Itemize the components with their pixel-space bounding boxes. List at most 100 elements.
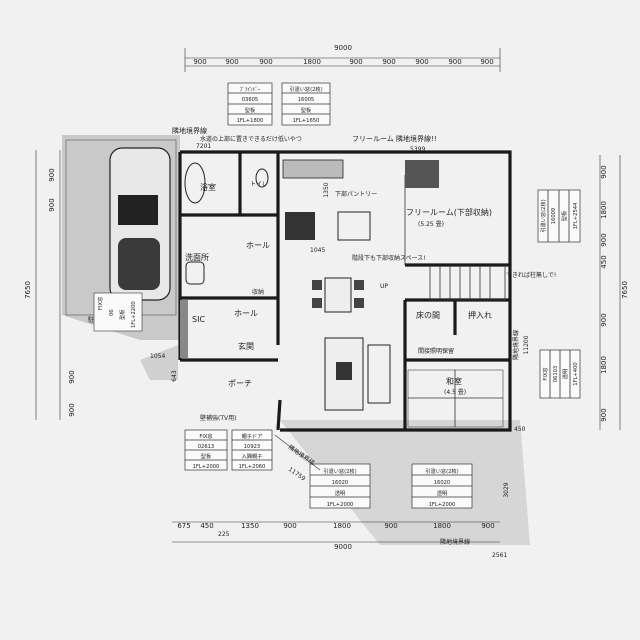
dim-corner-450: 450 bbox=[514, 426, 526, 433]
table2-line2: 型板 bbox=[560, 210, 568, 221]
dim-kitchen: 1350 bbox=[323, 182, 330, 197]
table5-line2: 入隅親子 bbox=[242, 452, 263, 460]
top-seg-8: 900 bbox=[480, 58, 493, 66]
room-toilet: トイレ bbox=[250, 181, 268, 188]
room-free-size: (5.25 畳) bbox=[418, 221, 444, 228]
stairs bbox=[429, 265, 506, 301]
left-seg-2: 900 bbox=[68, 370, 76, 383]
note-top-left-2: 水道の上部に置きできるだけ低いやつ bbox=[200, 135, 302, 143]
window-table-2: 引違い窓(2枚) 16009 型板 1FL+2544 bbox=[537, 189, 581, 243]
table5-line1: 10923 bbox=[244, 444, 261, 450]
room-oshiire: 押入れ bbox=[468, 310, 492, 320]
room-hall-lower: ホール bbox=[234, 309, 258, 318]
free-room-storage bbox=[405, 160, 439, 188]
table7-line1: 16020 bbox=[434, 480, 451, 486]
bathtub bbox=[184, 162, 206, 204]
room-storage: 収納 bbox=[252, 288, 264, 296]
room-bath: 浴室 bbox=[200, 182, 216, 192]
window-table-0: ﾌﾞﾗｲﾝﾄﾞｰ 03605 型板 1FL+1800 bbox=[227, 82, 273, 126]
note-bottom-border: 隣地境界線 bbox=[440, 538, 470, 546]
wash-basin bbox=[185, 261, 205, 285]
room-free: フリールーム(下部収納) bbox=[406, 207, 492, 217]
bottom-seg-0: 675 bbox=[177, 522, 190, 530]
chair-4 bbox=[354, 298, 364, 308]
table3-line3: 1FL+400 bbox=[573, 362, 579, 385]
table4-line2: 型板 bbox=[201, 452, 212, 460]
note-right-border: 隣地境界線 bbox=[512, 330, 520, 360]
bottom-seg-2: 1350 bbox=[241, 522, 259, 530]
room-toko: 床の間 bbox=[416, 310, 440, 320]
right-seg-3: 450 bbox=[600, 255, 608, 268]
table8-line2: 型板 bbox=[118, 309, 126, 320]
pantry-shelf bbox=[282, 159, 344, 179]
right-seg-0: 900 bbox=[600, 165, 608, 178]
dim-mid-left: 1054 bbox=[150, 353, 165, 360]
right-seg-5: 1800 bbox=[600, 356, 608, 374]
table6-line3: 1FL+2000 bbox=[327, 502, 354, 508]
chair-1 bbox=[312, 280, 322, 290]
window-table-5: 親子ドア 10923 入隅親子 1FL+2060 bbox=[231, 429, 273, 471]
table2-line1: 16009 bbox=[551, 208, 557, 225]
table8-line0: FIX窓 bbox=[96, 297, 104, 310]
bottom-seg-1: 450 bbox=[200, 522, 213, 530]
right-seg-6: 900 bbox=[600, 408, 608, 421]
bottom-total-dim: 9000 bbox=[334, 543, 352, 551]
table7-line3: 1FL+2000 bbox=[429, 502, 456, 508]
parking-area: 駐車場 bbox=[65, 139, 177, 324]
sic-shelf bbox=[180, 300, 188, 358]
top-seg-5: 900 bbox=[382, 58, 395, 66]
top-seg-6: 900 bbox=[415, 58, 428, 66]
dim-counter: 1045 bbox=[310, 247, 325, 254]
bottom-seg-7: 900 bbox=[481, 522, 494, 530]
note-light: 間接照明保留 bbox=[418, 347, 454, 355]
dim-mid-top: 5399 bbox=[410, 146, 425, 153]
right-seg-2: 900 bbox=[600, 233, 608, 246]
bottom-seg-6: 1800 bbox=[433, 522, 451, 530]
dim-left-small: 643 bbox=[171, 370, 178, 382]
room-washitsu-size: (4.5 畳) bbox=[444, 389, 466, 396]
window-table-3: FIX窓 06103 透明 1FL+400 bbox=[539, 349, 581, 399]
toilet-bowl bbox=[255, 168, 269, 188]
room-washroom: 洗面所 bbox=[185, 252, 209, 262]
dim-right-bottom: 3029 bbox=[503, 482, 510, 497]
window-table-8: FIX窓 06 型板 1FL+2200 bbox=[93, 292, 143, 332]
lower-tone bbox=[280, 420, 530, 545]
window-table-1: 引違い窓(2枚) 16005 型板 1FL+1650 bbox=[281, 82, 331, 126]
car-front bbox=[118, 238, 160, 290]
table4-line3: 1FL+2000 bbox=[193, 464, 220, 470]
window-table-6: 引違い窓(2枚) 16020 透明 1FL+2000 bbox=[309, 463, 371, 509]
window-table-4: FIX窓 02613 型板 1FL+2000 bbox=[184, 429, 228, 471]
dim-top-left-small: 7201 bbox=[196, 143, 211, 150]
top-seg-2: 900 bbox=[259, 58, 272, 66]
table6-line0: 引違い窓(2枚) bbox=[323, 467, 356, 475]
table0-line3: 1FL+1800 bbox=[237, 118, 264, 124]
table1-line2: 型板 bbox=[301, 106, 312, 114]
note-top-mid: フリールーム 隣地境界線!! bbox=[352, 134, 437, 143]
table4-line0: FIX窓 bbox=[199, 432, 212, 440]
bottom-seg-4: 1800 bbox=[333, 522, 351, 530]
table8-line1: 06 bbox=[109, 309, 115, 316]
table0-line2: 型板 bbox=[245, 106, 256, 114]
left-seg-3: 900 bbox=[68, 403, 76, 416]
dining-table bbox=[324, 277, 352, 313]
table0-line0: ﾌﾞﾗｲﾝﾄﾞｰ bbox=[240, 86, 261, 93]
living-table-center bbox=[336, 362, 352, 380]
car-window bbox=[118, 195, 158, 225]
kitchen-sink bbox=[337, 211, 371, 241]
bottom-offset: 225 bbox=[218, 531, 230, 538]
top-total-dim: 9000 bbox=[334, 44, 352, 52]
table0-line1: 03605 bbox=[242, 97, 259, 103]
kitchen-stove bbox=[285, 212, 315, 240]
window-table-7: 引違い窓(2枚) 16020 透明 1FL+2000 bbox=[411, 463, 473, 509]
table7-line2: 透明 bbox=[437, 489, 447, 497]
top-seg-0: 900 bbox=[193, 58, 206, 66]
dim-right-small: 11200 bbox=[523, 335, 530, 354]
table1-line1: 16005 bbox=[298, 97, 315, 103]
room-pantry: 下部パントリー bbox=[335, 190, 377, 198]
top-seg-4: 900 bbox=[349, 58, 362, 66]
bottom-seg-5: 900 bbox=[384, 522, 397, 530]
porch-tone bbox=[140, 345, 178, 380]
table8-line3: 1FL+2200 bbox=[131, 301, 137, 328]
